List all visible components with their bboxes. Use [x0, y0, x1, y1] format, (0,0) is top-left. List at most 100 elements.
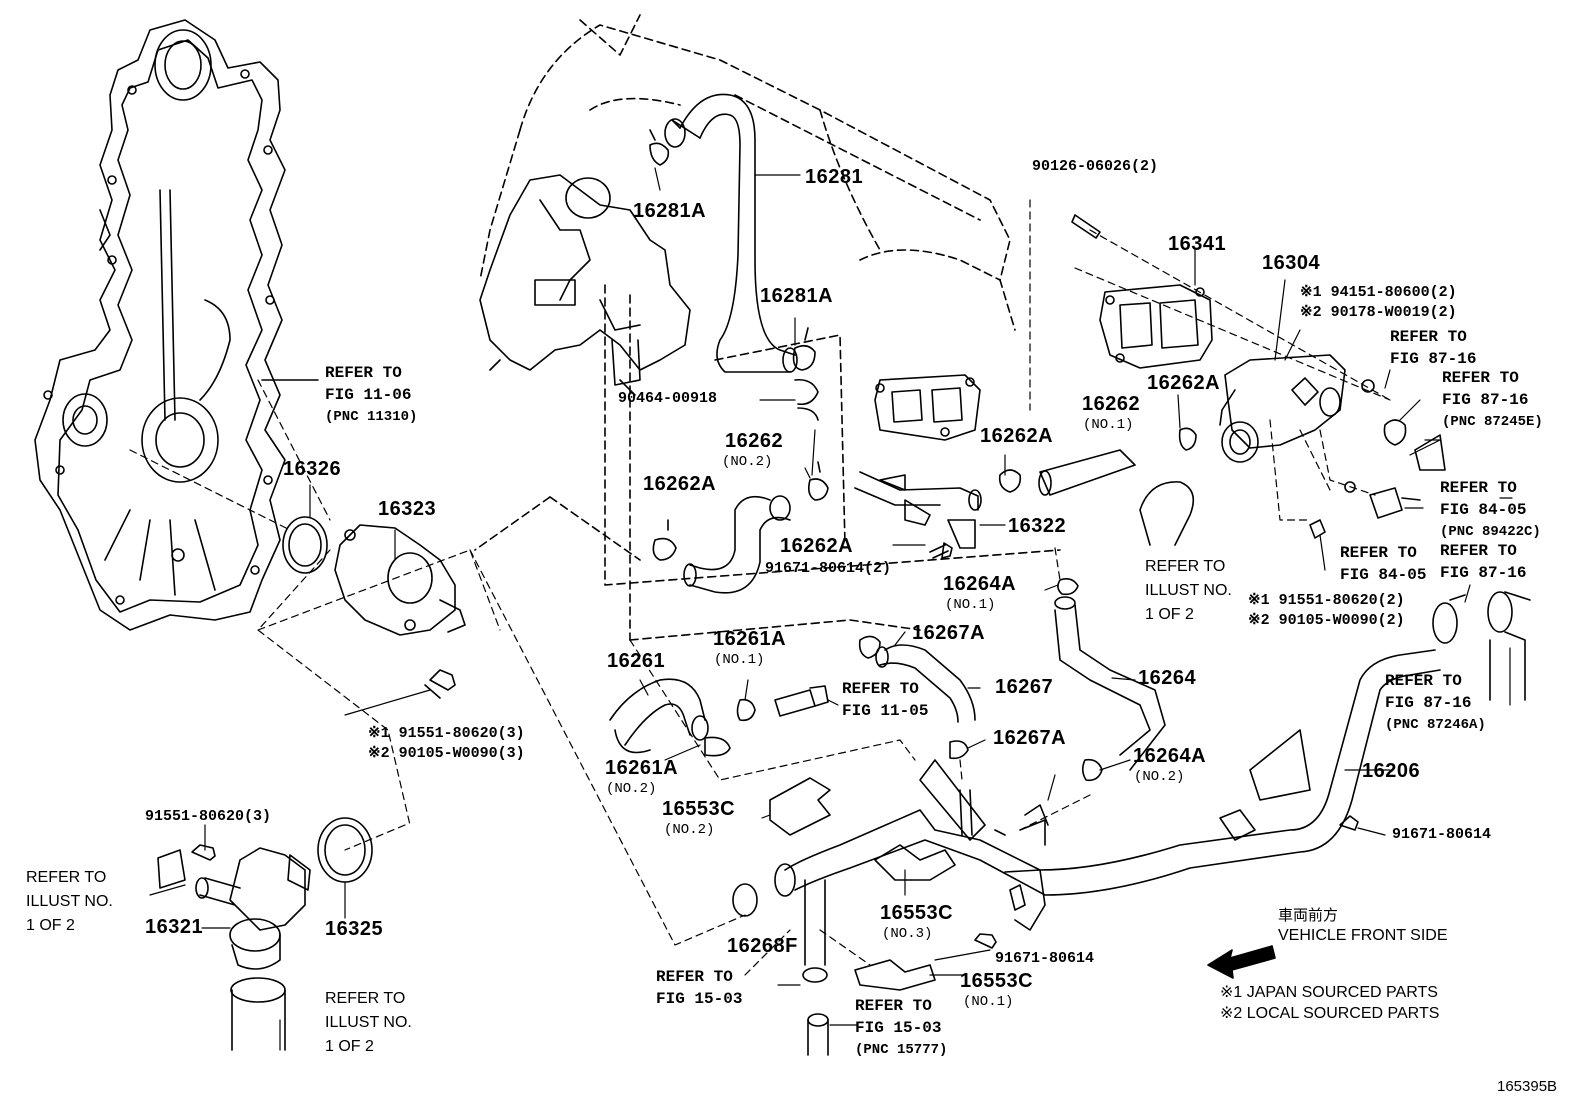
gasket-16341: [1100, 285, 1212, 368]
legend-local-sourced: ※2 LOCAL SOURCED PARTS: [1220, 1005, 1440, 1022]
part-16321: 16321: [145, 916, 204, 938]
pipe-16322: [855, 472, 981, 548]
part-16261A-no2-sub: (NO.2): [606, 781, 657, 797]
bolt-91551-3: [425, 670, 455, 698]
part-94151: ※1 94151-80600(2): [1300, 284, 1457, 301]
part-91551-2: ※1 91551-80620(2): [1248, 592, 1405, 609]
part-16268F: 16268F: [727, 935, 798, 957]
oring-16268F: [733, 884, 757, 916]
pipe-16206: [775, 650, 1440, 930]
part-16553C-no3: 16553C: [880, 902, 954, 924]
part-16264A-no2-sub: (NO.2): [1134, 769, 1185, 785]
fitting-16321: [196, 848, 310, 969]
bolt-91551-3b: [192, 845, 215, 860]
part-16553C-no1-sub: (NO.1): [963, 994, 1014, 1010]
part-16264A-no2: 16264A: [1133, 745, 1207, 767]
solid-leaders: [150, 168, 1512, 1050]
part-16262A-left: 16262A: [643, 473, 717, 495]
part-16267A-upper: 16267A: [912, 622, 986, 644]
vehicle-front-label: VEHICLE FRONT SIDE: [1278, 927, 1448, 944]
vehicle-front-arrow: [1208, 946, 1275, 978]
part-16553C-no3-sub: (NO.3): [882, 926, 933, 942]
stud-90126: [1072, 215, 1100, 238]
part-91551-3-japan: ※1 91551-80620(3): [368, 725, 525, 742]
water-outlet-16304: [1220, 355, 1345, 462]
bracket-16553C-no1: [855, 960, 935, 990]
part-16281A-lower: 16281A: [760, 285, 834, 307]
bracket-16553C-no2: [770, 778, 830, 835]
pipe-down: [803, 880, 828, 1055]
vehicle-front-jp: 車両前方: [1278, 906, 1339, 924]
clamp-16281A: [650, 130, 818, 420]
part-16322: 16322: [1008, 515, 1067, 537]
part-16264A-no1-sub: (NO.1): [945, 597, 996, 613]
hose-ref-left: [158, 850, 285, 1050]
part-16262-no1: 16262: [1082, 393, 1141, 415]
gasket-16326: [283, 517, 327, 573]
clamps-right: [1310, 380, 1445, 538]
diagram-id: 165395B: [1497, 1078, 1558, 1095]
hose-16262-no1: [1000, 450, 1135, 495]
clamp-16267A: [860, 636, 968, 758]
bracket-16553C-no3: [875, 845, 955, 880]
part-16553C-no1: 16553C: [960, 970, 1034, 992]
part-16261A-no1-sub: (NO.1): [714, 652, 765, 668]
part-16261: 16261: [607, 650, 666, 672]
legend-japan-sourced: ※1 JAPAN SOURCED PARTS: [1220, 984, 1438, 1001]
hose-16267: [876, 645, 975, 722]
part-16267: 16267: [995, 676, 1054, 698]
part-16264A-no1: 16264A: [943, 573, 1017, 595]
part-16553C-no2: 16553C: [662, 798, 736, 820]
part-16206: 16206: [1362, 760, 1421, 782]
part-16326: 16326: [283, 458, 342, 480]
part-90178: ※2 90178-W0019(2): [1300, 304, 1457, 321]
part-91551-3: 91551-80620(3): [145, 808, 272, 825]
part-91671-80614-lower: 91671-80614: [995, 950, 1095, 967]
part-91671-2: 91671-80614(2): [765, 560, 892, 577]
dashed-leaders: [130, 200, 1390, 975]
timing-cover: [35, 20, 318, 630]
part-16323: 16323: [378, 498, 437, 520]
part-16261A-no1: 16261A: [713, 628, 787, 650]
fitting-11-05: [775, 686, 828, 716]
part-16325: 16325: [325, 918, 384, 940]
bolt-91671: [930, 543, 952, 558]
part-90126: 90126-06026(2): [1032, 158, 1159, 175]
part-90464: 90464-00918: [618, 390, 718, 407]
hose-16262-no2: [684, 496, 790, 593]
part-16553C-no2-sub: (NO.2): [664, 822, 715, 838]
housing-16323: [335, 525, 465, 635]
intake-assembly: [480, 175, 690, 395]
clamp-16206-end: [1433, 592, 1530, 700]
sensor-89422C: [1345, 482, 1420, 518]
part-16304: 16304: [1262, 252, 1321, 274]
hose-ref-right: [1140, 482, 1193, 545]
clamp-16261A: [705, 700, 755, 756]
part-16262-no2: 16262: [725, 430, 784, 452]
part-16281: 16281: [805, 166, 864, 188]
part-16262-no2-sub: (NO.2): [722, 454, 773, 470]
part-16262-no1-sub: (NO.1): [1083, 417, 1134, 433]
clamp-16262A: [653, 428, 1196, 560]
part-16281A-upper: 16281A: [633, 200, 707, 222]
part-16267A-lower: 16267A: [993, 727, 1067, 749]
gasket-left: [875, 375, 980, 440]
part-16262A-right: 16262A: [980, 425, 1054, 447]
hose-16281: [665, 94, 797, 372]
part-16262A-far: 16262A: [1147, 372, 1221, 394]
part-16264: 16264: [1138, 667, 1197, 689]
bolt-91671-lower: [975, 816, 1358, 948]
part-16341: 16341: [1168, 233, 1227, 255]
